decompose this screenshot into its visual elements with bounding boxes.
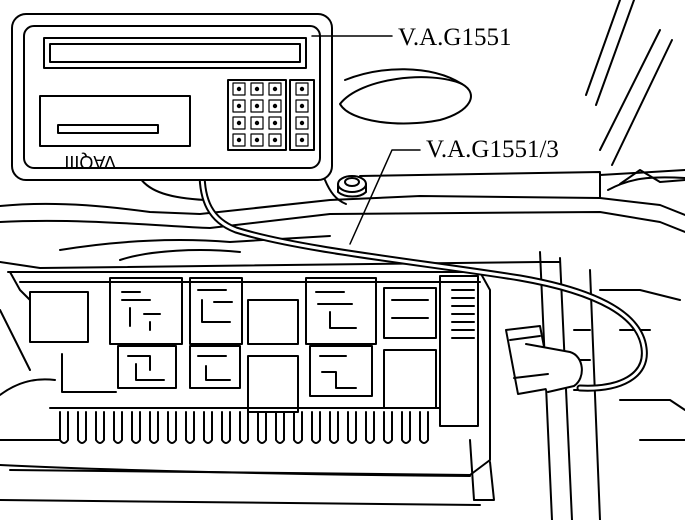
keypad-key bbox=[250, 116, 264, 130]
keypad-key bbox=[250, 133, 264, 147]
keypad-key-dot bbox=[236, 103, 242, 109]
keypad-key-dot bbox=[236, 137, 242, 143]
keypad-key-dot bbox=[272, 103, 278, 109]
keypad-key-dot bbox=[254, 120, 260, 126]
keypad-key bbox=[232, 82, 246, 96]
fuse-row bbox=[49, 407, 441, 444]
knob bbox=[337, 175, 367, 198]
oval-knob bbox=[339, 68, 472, 125]
keypad-key bbox=[268, 133, 282, 147]
keypad-keys bbox=[232, 82, 282, 147]
dashboard-panel bbox=[0, 171, 685, 506]
connector-ribs bbox=[451, 281, 475, 339]
keypad-key bbox=[250, 99, 264, 113]
keypad-key bbox=[268, 99, 282, 113]
keypad-side-keys bbox=[295, 82, 309, 147]
keypad-side-key-dot bbox=[299, 120, 305, 126]
device-marking: VAQIII bbox=[64, 152, 116, 172]
keypad-key-dot bbox=[254, 137, 260, 143]
keypad-side-key bbox=[295, 99, 309, 113]
keypad-key-dot bbox=[272, 120, 278, 126]
label-tester: V.A.G1551 bbox=[398, 24, 511, 51]
keypad-key bbox=[232, 116, 246, 130]
keypad-key-dot bbox=[236, 86, 242, 92]
printer-slot bbox=[39, 95, 191, 147]
tester-display bbox=[43, 37, 307, 69]
keypad-side-key bbox=[295, 133, 309, 147]
keypad-key-dot bbox=[272, 137, 278, 143]
keypad-side-key bbox=[295, 82, 309, 96]
keypad-key-dot bbox=[254, 86, 260, 92]
keypad bbox=[227, 79, 315, 151]
label-cable: V.A.G1551/3 bbox=[426, 136, 559, 163]
keypad-side-key bbox=[295, 116, 309, 130]
keypad-side-key-dot bbox=[299, 137, 305, 143]
relay-panel bbox=[7, 271, 495, 501]
keypad-key-dot bbox=[254, 103, 260, 109]
keypad-key bbox=[250, 82, 264, 96]
keypad-key bbox=[232, 99, 246, 113]
leader-cable bbox=[349, 149, 421, 245]
vag1551-tester: VAQIII bbox=[11, 13, 333, 181]
keypad-key bbox=[268, 116, 282, 130]
keypad-side-key-dot bbox=[299, 103, 305, 109]
keypad-key bbox=[232, 133, 246, 147]
keypad-key-dot bbox=[236, 120, 242, 126]
diagnostic-plug bbox=[505, 325, 583, 395]
keypad-side-key-dot bbox=[299, 86, 305, 92]
leader-lines bbox=[311, 35, 421, 245]
windshield-lines bbox=[585, 0, 685, 191]
keypad-key-dot bbox=[272, 86, 278, 92]
keypad-key bbox=[268, 82, 282, 96]
